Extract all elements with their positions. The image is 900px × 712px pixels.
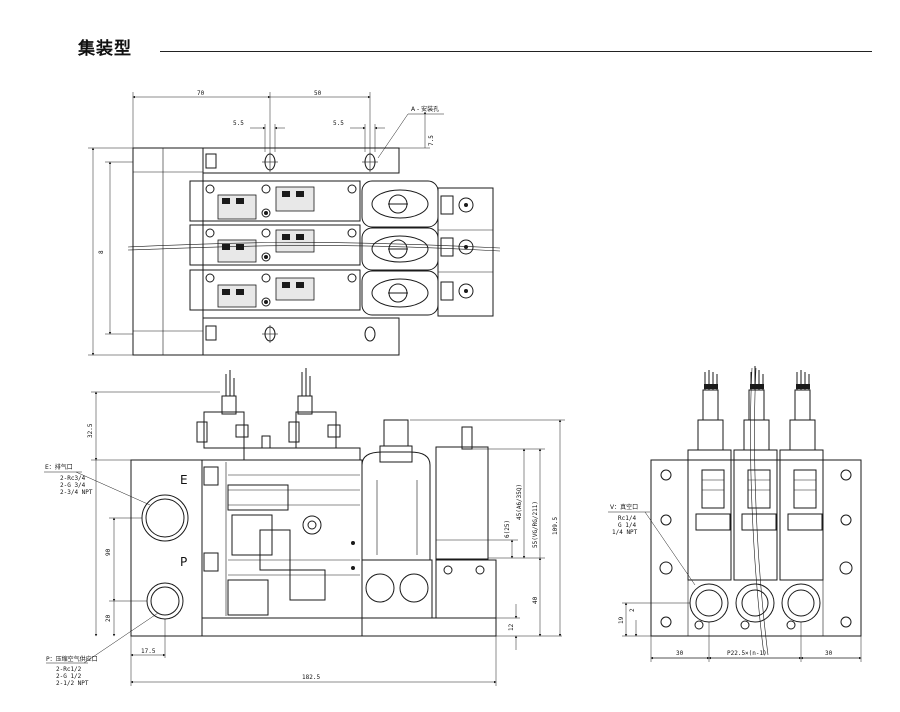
title-rule [160,51,872,52]
note-e-line3: 2-3/4 NPT [60,489,93,496]
note-v-line3: 1/4 NPT [612,529,638,536]
dim-19: 19 [618,616,625,624]
dim-109-5: 109.5 [552,517,559,535]
dim-12: 12 [508,623,515,631]
dim-55: 55(VG/RG/211) [532,501,539,548]
note-v-line2: G 1/4 [618,522,636,529]
front-vacuum-sensor [435,426,497,619]
port-e-circle [141,494,189,542]
port-p-circle [146,582,184,620]
side-stack-1 [687,370,732,630]
port-e-label: E [180,473,188,487]
vacuum-sensors [437,187,494,317]
dim-70: 70 [197,90,205,97]
top-view: 70 50 5.5 5.5 7.5 A - 安装孔 8 [88,90,501,356]
dim-50: 50 [314,90,322,97]
filter-cups [361,180,439,316]
dim-2: 2 [629,608,636,612]
page-title: 集装型 [78,39,132,59]
dim-30-left: 30 [676,650,684,657]
dim-182-5: 182.5 [302,674,320,681]
valve-station-2 [189,224,361,266]
dim-5-5-b: 5.5 [333,120,344,127]
dim-90: 90 [105,548,112,556]
note-p-line3: 2-1/2 NPT [56,680,89,687]
dim-45: 45(A6/35Q) [516,484,523,520]
dim-8: 8 [98,250,105,254]
top-end-block [132,147,204,356]
note-v-line1: Rc1/4 [618,515,636,522]
dim-17-5: 17.5 [141,648,156,655]
header: 集装型 [0,0,900,60]
top-mount-plate-upper [202,147,400,174]
note-e-title: E：排气口 [45,463,73,471]
side-view: V：真空口 Rc1/4 G 1/4 1/4 NPT 19 2 30 P22.5×… [608,366,862,662]
front-end-block [130,459,203,637]
side-stack-3 [779,370,824,630]
note-p-line1: 2-Rc1/2 [56,666,82,673]
mount-hole [364,326,376,342]
dim-40: 40 [532,596,539,604]
port-p-label: P [180,555,187,569]
dim-30-right: 30 [825,650,833,657]
note-e-line1: 2-Rc3/4 [60,475,86,482]
dim-pitch: P22.5×(n-1) [727,650,767,657]
front-view: E P [44,368,565,687]
note-v-title: V：真空口 [610,503,638,511]
dim-5-5-a: 5.5 [233,120,244,127]
dim-20: 20 [105,614,112,622]
dim-6-25: 6(25) [504,520,511,538]
side-body [650,459,862,637]
valve-station-3 [189,269,361,311]
note-mount-hole: A - 安装孔 [411,105,439,113]
solenoid-left [196,370,249,449]
note-e-line2: 2-G 3/4 [60,482,86,489]
valve-station-1 [189,180,361,222]
dim-7-5: 7.5 [428,135,435,146]
dim-32-5: 32.5 [87,423,94,438]
note-p-title: P：压缩空气供应口 [46,655,98,663]
solenoid-right [288,368,341,449]
top-mount-plate-lower [202,317,400,356]
note-p-line2: 2-G 1/2 [56,673,82,680]
front-filter-cup [351,419,433,619]
